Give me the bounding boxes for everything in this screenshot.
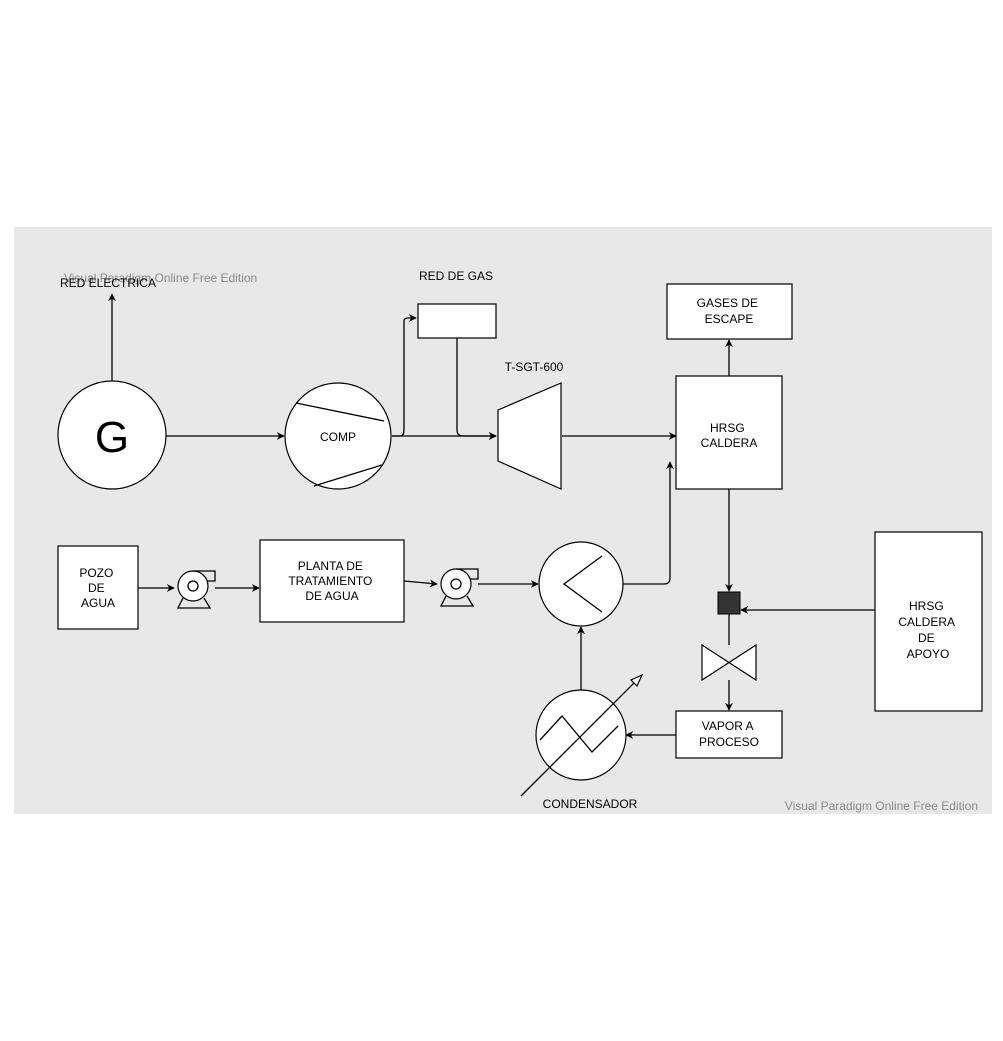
pozo-de-agua-label: POZO DE AGUA <box>79 566 116 610</box>
flow-exchanger-to-hrsg <box>623 461 674 585</box>
flow-gas-to-turbine <box>456 338 497 440</box>
hrsg-caldera-apoyo-box[interactable] <box>874 531 983 712</box>
hrsg-caldera-box[interactable] <box>675 375 783 490</box>
planta-tratamiento-label: PLANTA DE TRATAMIENTO DE AGUA <box>288 559 375 603</box>
generator-label: G <box>95 413 129 462</box>
compressor-blade-bottom <box>313 464 383 487</box>
watermark-top: Visual Paradigm Online Free Edition <box>64 271 257 285</box>
hrsg-caldera-apoyo-label: HRSG CALDERA DE APOYO <box>898 599 957 661</box>
diagram-canvas <box>14 227 992 814</box>
heat-exchanger-symbol[interactable] <box>538 541 624 627</box>
pozo-de-agua-box[interactable] <box>57 545 139 630</box>
watermark-bottom: Visual Paradigm Online Free Edition <box>785 799 978 813</box>
condensador-symbol[interactable] <box>520 673 644 797</box>
turbine-symbol[interactable] <box>497 382 562 490</box>
gases-de-escape-label: GASES DE ESCAPE <box>697 296 762 326</box>
red-electrica-label: RED ELECTRICA <box>60 276 156 290</box>
hrsg-caldera-label: HRSG CALDERA <box>701 421 758 450</box>
generator-symbol[interactable] <box>57 380 167 490</box>
vapor-a-proceso-label: VAPOR A PROCESO <box>699 719 759 749</box>
condensador-label: CONDENSADOR <box>543 797 638 811</box>
junction-node <box>717 591 741 615</box>
red-de-gas-box[interactable] <box>417 303 497 339</box>
gases-de-escape-box[interactable] <box>666 283 793 340</box>
pump-2-icon[interactable] <box>439 568 479 607</box>
compressor-blade-top <box>295 402 385 422</box>
pump-1-icon[interactable] <box>176 570 216 609</box>
turbine-label: T-SGT-600 <box>505 360 564 374</box>
valve-symbol[interactable] <box>701 643 757 682</box>
planta-tratamiento-box[interactable] <box>259 539 405 623</box>
flow-planta-to-pump2 <box>403 579 438 588</box>
comp-label: COMP <box>320 430 356 444</box>
red-de-gas-label: RED DE GAS <box>419 269 493 283</box>
compressor-symbol[interactable] <box>284 382 392 490</box>
